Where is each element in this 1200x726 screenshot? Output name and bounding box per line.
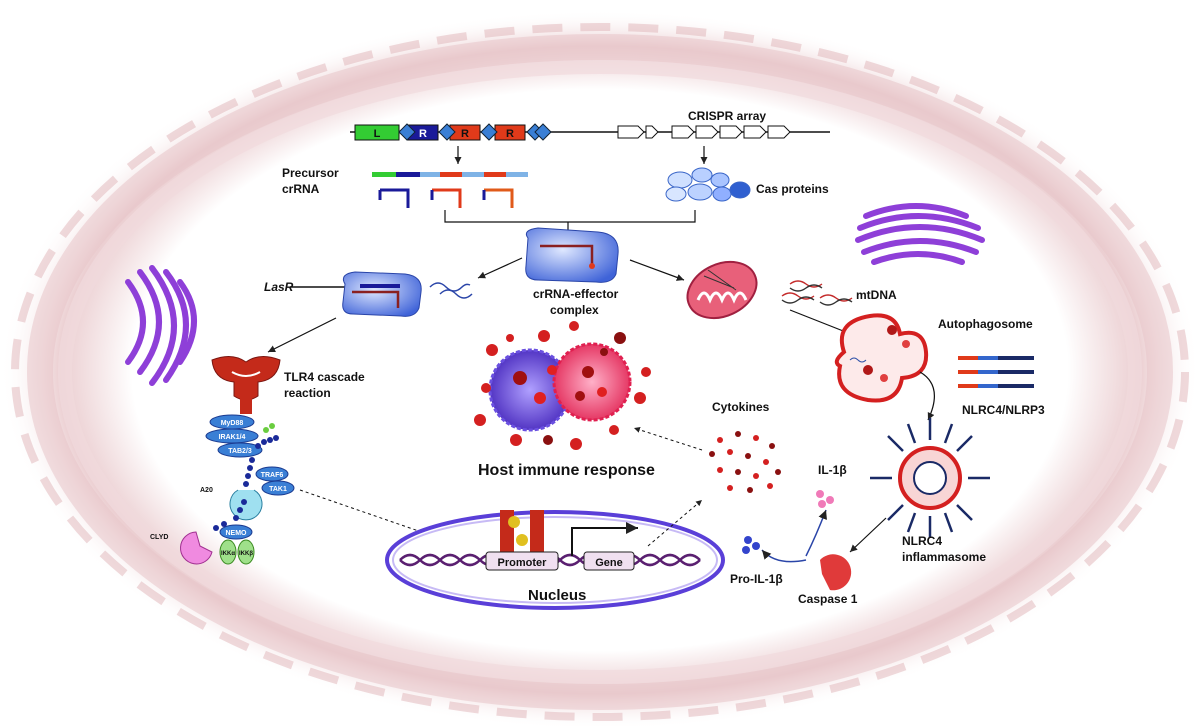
crispr-array-label: CRISPR array <box>688 109 766 123</box>
nucleus-label: Nucleus <box>528 587 586 604</box>
crrna-label: crRNA <box>282 182 320 196</box>
golgi-right-icon <box>855 203 985 265</box>
cas-proteins <box>665 167 751 202</box>
gene-array: L R R R <box>350 123 830 141</box>
ikkb-label: IKKβ <box>239 551 253 557</box>
nlrc4-inflammasome-label-2: inflammasome <box>902 550 986 564</box>
tlr4-receptor-icon <box>211 356 281 414</box>
irak-label: IRAK1/4 <box>219 434 246 441</box>
tak1-label: TAK1 <box>269 486 287 493</box>
gene-segment-r2: R <box>461 128 469 140</box>
promoter-label: Promoter <box>498 557 548 569</box>
nlrc4-nlrp3-icon <box>958 356 1034 388</box>
nucleus-icon <box>385 510 725 610</box>
nemo-label: NEMO <box>226 530 248 537</box>
caspase1-icon <box>820 554 852 591</box>
autophagosome-label: Autophagosome <box>938 317 1033 331</box>
tlr4-label-2: reaction <box>284 386 331 400</box>
il1b-label: IL-1β <box>818 463 847 477</box>
mtdna-icon <box>781 280 853 306</box>
host-immune-label: Host immune response <box>478 462 655 479</box>
ikka-label: IKKα <box>221 551 235 557</box>
gene-segment-l: L <box>374 128 381 140</box>
effector-label-1: crRNA-effector <box>533 287 619 301</box>
pro-il1b-icon <box>742 536 760 554</box>
gene-label: Gene <box>595 557 623 569</box>
golgi-left-icon <box>125 265 197 386</box>
cytokines-icon <box>709 431 781 493</box>
crrna-effector-complex <box>525 227 619 283</box>
immune-particles <box>474 321 651 450</box>
cas-proteins-label: Cas proteins <box>756 182 829 196</box>
mitochondria-icon <box>686 260 758 320</box>
inflammasome-icon <box>870 418 990 538</box>
caspase1-label: Caspase 1 <box>798 592 858 606</box>
lasr-complex <box>290 271 473 317</box>
nlrc4-inflammasome-label-1: NLRC4 <box>902 534 942 548</box>
immune-cells-icon <box>488 342 632 432</box>
tab-label: TAB2/3 <box>228 448 252 455</box>
precursor-label: Precursor <box>282 166 339 180</box>
lasr-label: LasR <box>264 280 294 294</box>
clyd-label: CLYD <box>150 534 168 541</box>
effector-label-2: complex <box>550 303 599 317</box>
il1b-icon <box>816 490 834 508</box>
tlr4-label-1: TLR4 cascade <box>284 370 365 384</box>
cytokines-label: Cytokines <box>712 400 770 414</box>
pro-il1b-label: Pro-IL-1β <box>730 572 783 586</box>
gene-segment-r1: R <box>419 128 427 140</box>
autophagosome-icon <box>834 313 929 403</box>
precursor-crrna <box>372 172 528 208</box>
traf6-label: TRAF6 <box>261 472 284 479</box>
mtdna-label: mtDNA <box>856 288 897 302</box>
a20-label: A20 <box>200 487 213 494</box>
signaling-cascade: MyD88 IRAK1/4 TAB2/3 TRAF6 TAK1 A20 CLYD… <box>150 414 295 565</box>
gene-segment-r3: R <box>506 128 514 140</box>
nlrc4-nlrp3-label: NLRC4/NLRP3 <box>962 403 1045 417</box>
myd88-label: MyD88 <box>221 420 244 427</box>
